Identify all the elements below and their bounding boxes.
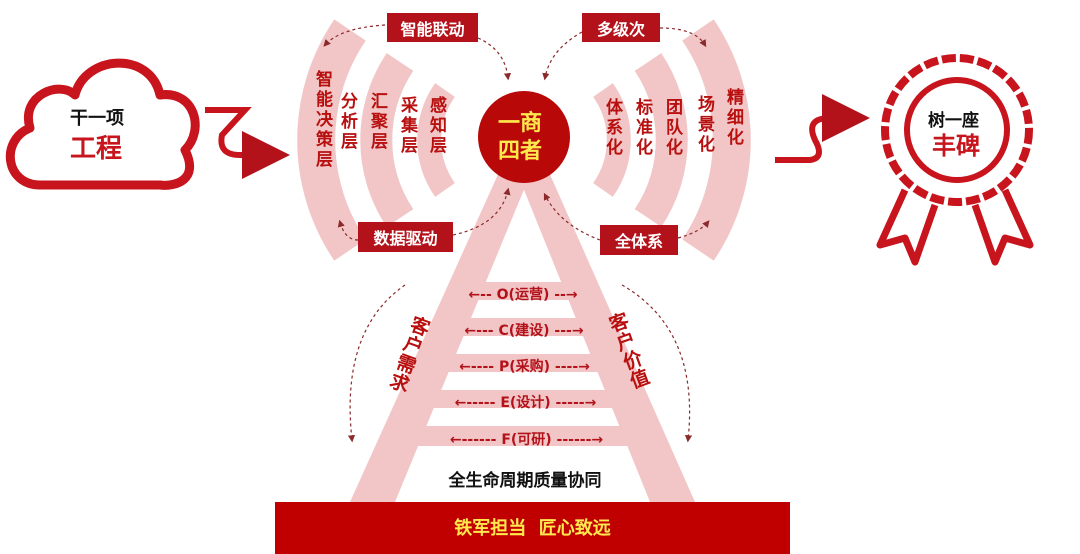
left-layer: 汇聚层 bbox=[367, 92, 387, 152]
rung-label: ←--- C(建设) ---→ bbox=[464, 323, 584, 339]
center-circle bbox=[478, 91, 570, 183]
right-layer: 体系化 bbox=[602, 98, 622, 158]
right-layer: 团队化 bbox=[662, 98, 682, 158]
right-arcs bbox=[592, 19, 751, 261]
right-layer: 标准化 bbox=[632, 98, 652, 158]
left-layer: 智能决策层 bbox=[312, 70, 332, 170]
right-layer: 场景化 bbox=[694, 95, 714, 155]
medal-line2: 丰碑 bbox=[932, 132, 980, 160]
rung-label: ←---- P(采购) ----→ bbox=[459, 359, 590, 375]
right-layer: 精细化 bbox=[723, 88, 743, 148]
footer-bar bbox=[275, 502, 790, 554]
tag-top-right: 多级次 bbox=[582, 13, 660, 42]
rung-label: ←-- O(运营) --→ bbox=[468, 287, 578, 303]
center-line2: 四者 bbox=[498, 139, 543, 164]
arrow-right-icon bbox=[775, 94, 870, 163]
footer-slogan: 铁军担当 匠心致远 bbox=[454, 518, 611, 539]
cloud-line2: 工程 bbox=[70, 134, 123, 164]
left-layer: 采集层 bbox=[397, 96, 417, 156]
tag-top-left: 智能联动 bbox=[387, 13, 478, 42]
ladder-rungs bbox=[396, 282, 657, 446]
rung-label: ←----- E(设计) -----→ bbox=[454, 395, 597, 411]
medal-shape bbox=[876, 54, 1034, 266]
left-layer: 感知层 bbox=[426, 96, 446, 156]
tag-bottom-left: 数据驱动 bbox=[358, 222, 453, 252]
left-layer: 分析层 bbox=[337, 92, 357, 152]
cloud-line1: 干一项 bbox=[70, 108, 124, 129]
dashed-arrows bbox=[323, 24, 710, 443]
arrow-right-icon bbox=[205, 107, 290, 179]
cloud-shape bbox=[5, 58, 200, 190]
rung-label: ←------ F(可研) ------→ bbox=[449, 432, 604, 448]
ladder-caption: 全生命周期质量协同 bbox=[448, 471, 602, 491]
left-arcs bbox=[297, 19, 456, 261]
center-line1: 一商 bbox=[498, 111, 543, 136]
medal-line1: 树一座 bbox=[928, 111, 979, 131]
tag-bottom-right: 全体系 bbox=[600, 225, 678, 255]
